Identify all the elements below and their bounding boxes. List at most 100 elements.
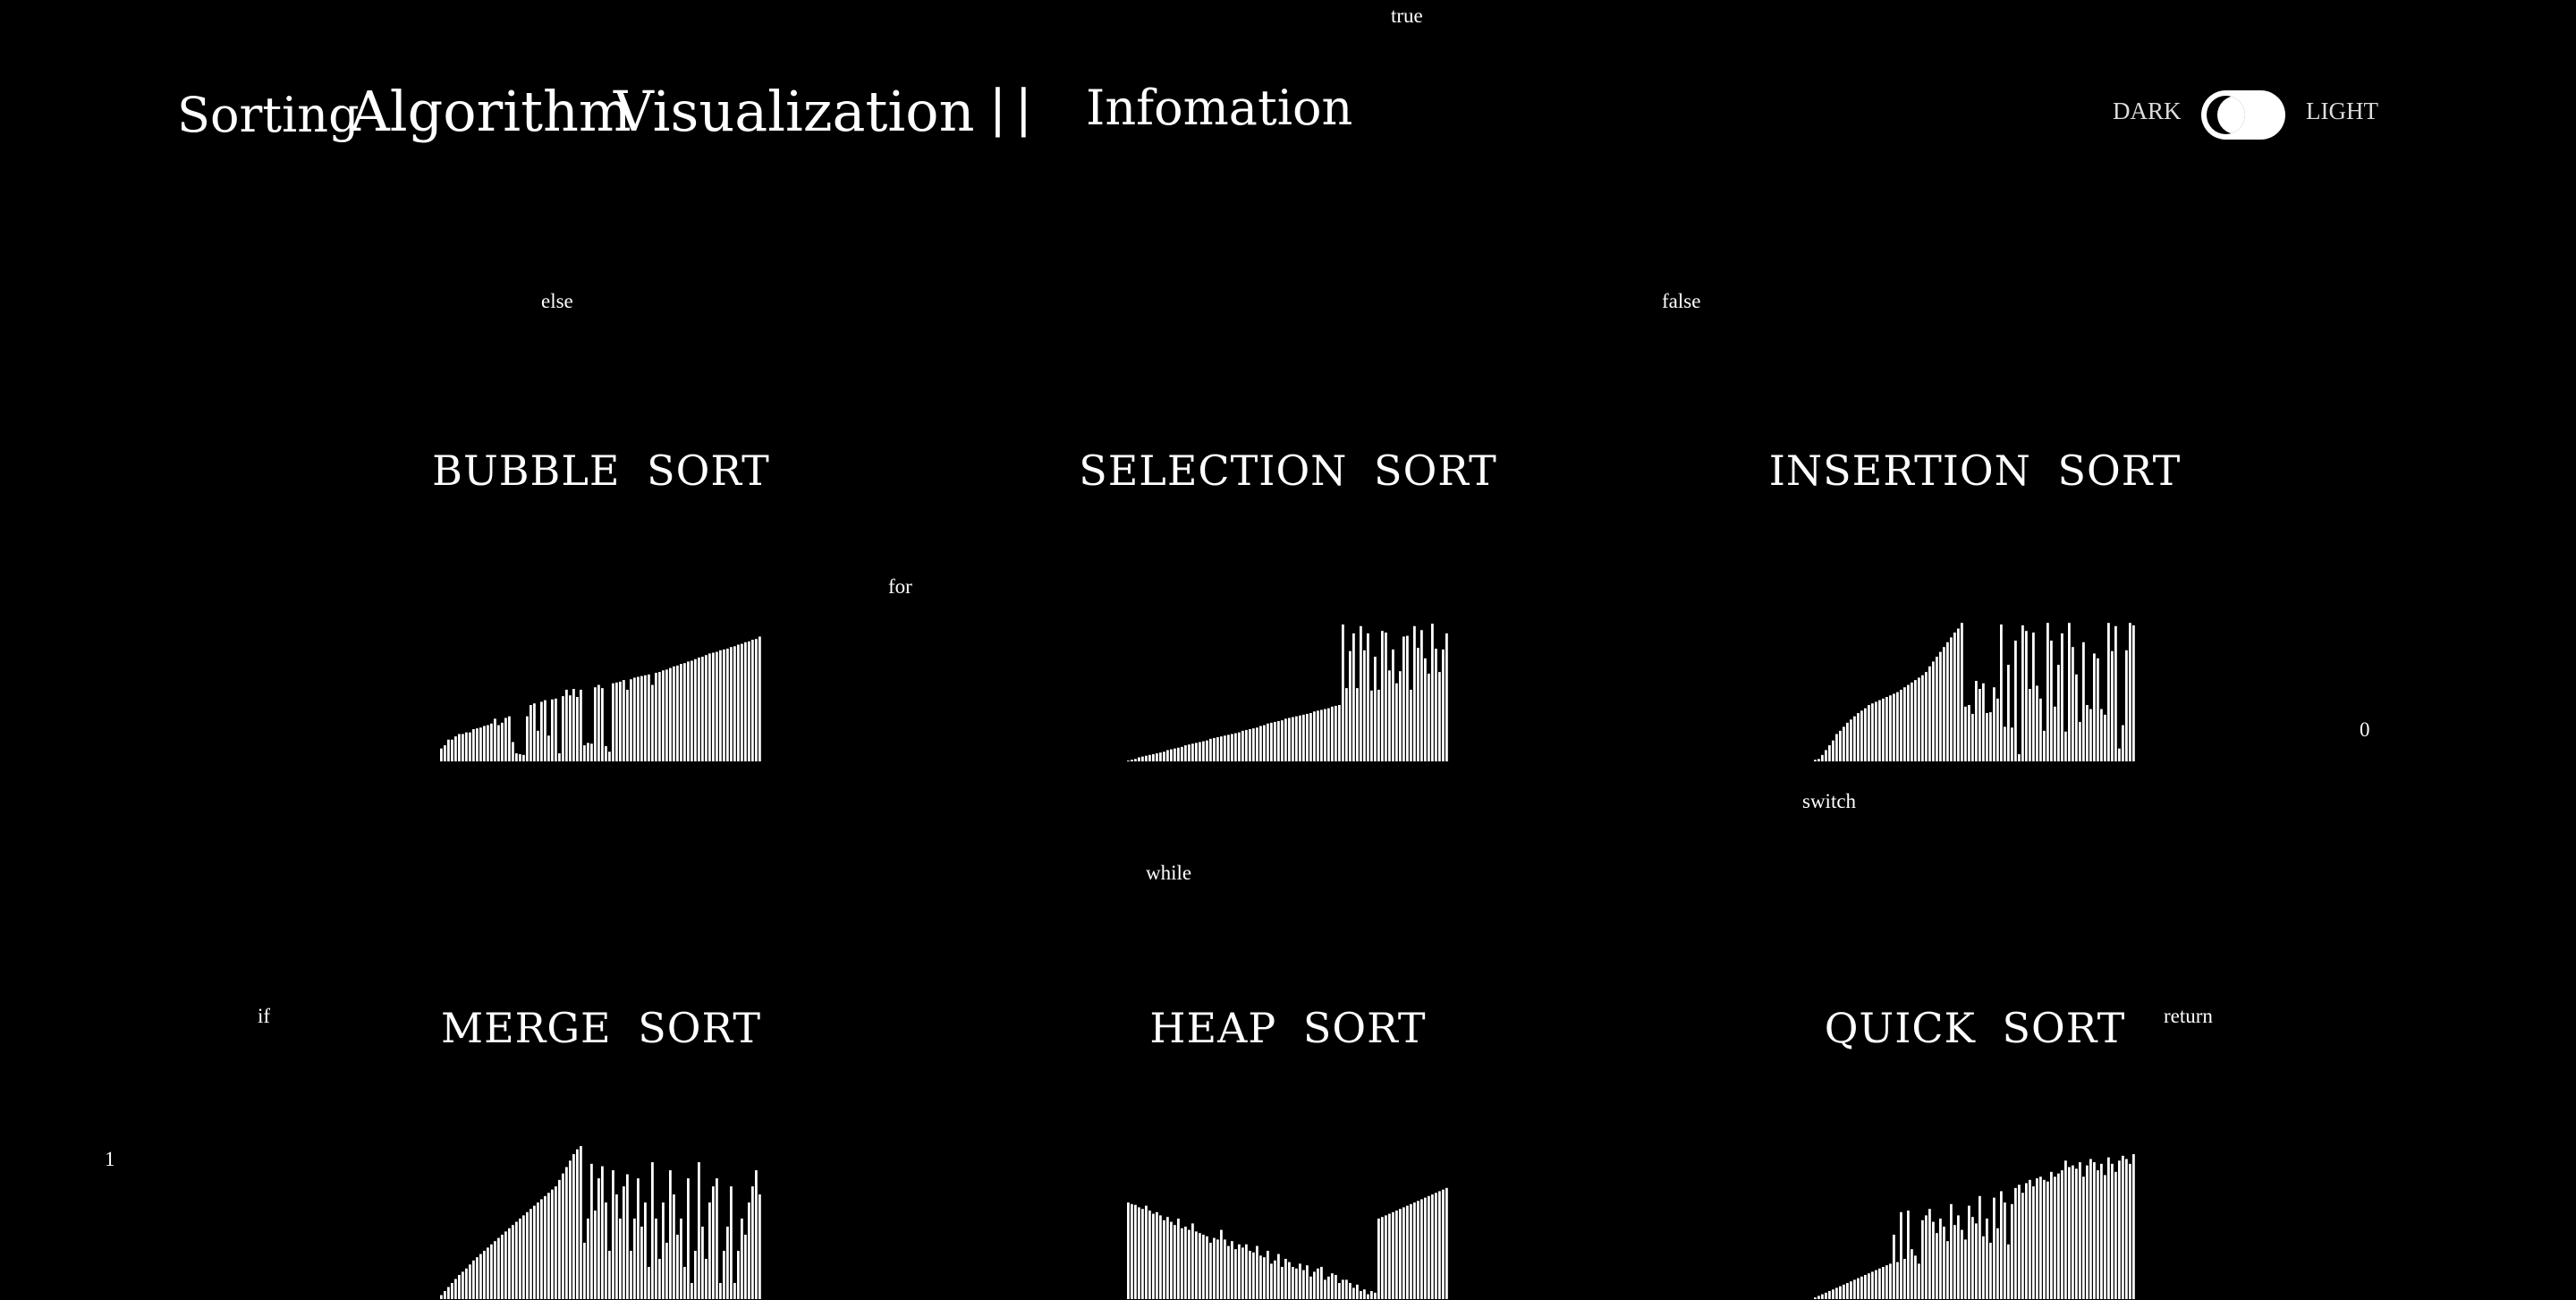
nav-infomation-link[interactable]: Infomation xyxy=(1086,80,1353,136)
sort-bar xyxy=(2125,1159,2128,1299)
floating-keyword-one: 1 xyxy=(105,1148,115,1170)
sort-bar xyxy=(1925,1215,1928,1299)
title-word-sorting: Sorting xyxy=(177,87,360,143)
sort-bar xyxy=(1163,1219,1165,1299)
sort-bar xyxy=(1424,1197,1427,1299)
sort-bar xyxy=(633,1219,636,1299)
sort-bar xyxy=(1971,1217,1974,1299)
sort-bar xyxy=(565,689,568,761)
sort-bar xyxy=(1903,687,1906,761)
title-word-algorithm: Algorithm xyxy=(350,79,631,144)
sort-bar xyxy=(612,1170,614,1299)
sort-bar xyxy=(2018,753,2021,761)
sort-bar xyxy=(1946,1241,1949,1299)
sort-bar xyxy=(687,661,690,761)
sort-bar xyxy=(1943,1227,1945,1299)
sort-bar xyxy=(698,1162,700,1299)
sort-bar xyxy=(476,1257,479,1299)
sort-bar xyxy=(1352,633,1355,761)
sort-bar xyxy=(454,1279,457,1299)
sort-bar xyxy=(1835,1287,1838,1299)
sort-bar xyxy=(1288,1262,1291,1299)
sort-bar xyxy=(1345,1279,1348,1299)
sort-bar xyxy=(1864,708,1867,761)
sort-bar xyxy=(526,1211,529,1299)
sort-bar xyxy=(1900,689,1902,761)
sort-bar xyxy=(1864,1275,1867,1299)
sort-bar xyxy=(472,729,475,761)
sort-bar xyxy=(1342,625,1344,761)
sort-bar xyxy=(487,1247,489,1299)
sort-bar xyxy=(1882,1267,1885,1299)
sort-bar xyxy=(1335,1275,1337,1299)
sort-bar xyxy=(748,1202,750,1299)
sort-bar xyxy=(741,1219,743,1299)
sort-bar xyxy=(1968,1205,1970,1299)
sort-bar xyxy=(723,1251,725,1299)
sort-bar xyxy=(605,1202,607,1299)
sort-bar xyxy=(508,716,511,761)
sort-bar xyxy=(2129,1163,2131,1299)
header-separator: || xyxy=(989,80,1041,138)
sort-bar xyxy=(1911,682,1913,761)
sort-bar xyxy=(1445,633,1448,761)
floating-keyword-false: false xyxy=(1662,290,1701,312)
sort-bar xyxy=(1385,1215,1387,1299)
sort-bar xyxy=(1195,1231,1198,1299)
sort-bar xyxy=(680,664,682,761)
sort-bar xyxy=(758,636,761,761)
sort-bar xyxy=(2100,709,2103,761)
sort-bar xyxy=(708,1202,711,1299)
sort-bar xyxy=(640,675,643,761)
sort-bar xyxy=(676,665,679,761)
sort-bar xyxy=(1388,1213,1391,1299)
sort-bar xyxy=(633,677,636,761)
sort-bar xyxy=(619,1219,622,1299)
sort-bar xyxy=(1148,754,1151,761)
sort-bar xyxy=(1932,1221,1935,1299)
sort-bar xyxy=(537,730,539,761)
sort-bar xyxy=(1860,1276,1863,1299)
sort-bar xyxy=(1402,1207,1405,1299)
sort-bar xyxy=(1406,635,1409,761)
sort-bar xyxy=(708,653,711,761)
sort-bar xyxy=(1177,1219,1180,1299)
sort-bar xyxy=(655,673,657,761)
sort-bar xyxy=(2068,623,2071,761)
sort-bar xyxy=(1302,714,1305,761)
sort-bar xyxy=(1893,693,1895,761)
sort-bar xyxy=(716,1178,718,1299)
sort-bar xyxy=(544,1195,547,1299)
floating-keyword-switch: switch xyxy=(1802,790,1857,812)
theme-toggle[interactable] xyxy=(2201,90,2285,140)
sort-bar xyxy=(2089,1159,2092,1299)
sort-bar xyxy=(2039,698,2042,761)
sort-bar xyxy=(1360,1291,1362,1299)
sort-bar xyxy=(1292,1267,1294,1299)
sort-bar xyxy=(1381,631,1384,761)
sort-bar xyxy=(1846,1283,1849,1299)
sort-bar xyxy=(1921,675,1924,761)
sort-bar xyxy=(1835,734,1838,761)
sort-bar xyxy=(1131,1203,1133,1299)
sort-bar xyxy=(1907,684,1910,761)
sort-bar xyxy=(1206,740,1208,761)
sort-bar xyxy=(2057,665,2060,761)
sort-bar xyxy=(683,663,686,761)
sort-bar xyxy=(1893,1235,1895,1299)
sort-bar xyxy=(733,1283,736,1299)
sort-bar xyxy=(587,1219,589,1299)
sort-bar xyxy=(683,1267,686,1299)
sort-bar xyxy=(755,1170,758,1299)
sort-bar xyxy=(580,1146,582,1299)
sort-bar xyxy=(1274,1260,1276,1299)
sort-bar xyxy=(669,667,672,761)
sort-bar xyxy=(1306,713,1309,761)
sort-bar xyxy=(597,684,600,761)
sort-bar xyxy=(1206,1236,1208,1299)
sort-bar xyxy=(2039,1177,2042,1299)
sort-bar xyxy=(1957,628,1960,761)
sort-bar xyxy=(1309,1276,1312,1299)
sort-bar xyxy=(2046,1181,2049,1299)
sort-bar xyxy=(1288,718,1291,761)
